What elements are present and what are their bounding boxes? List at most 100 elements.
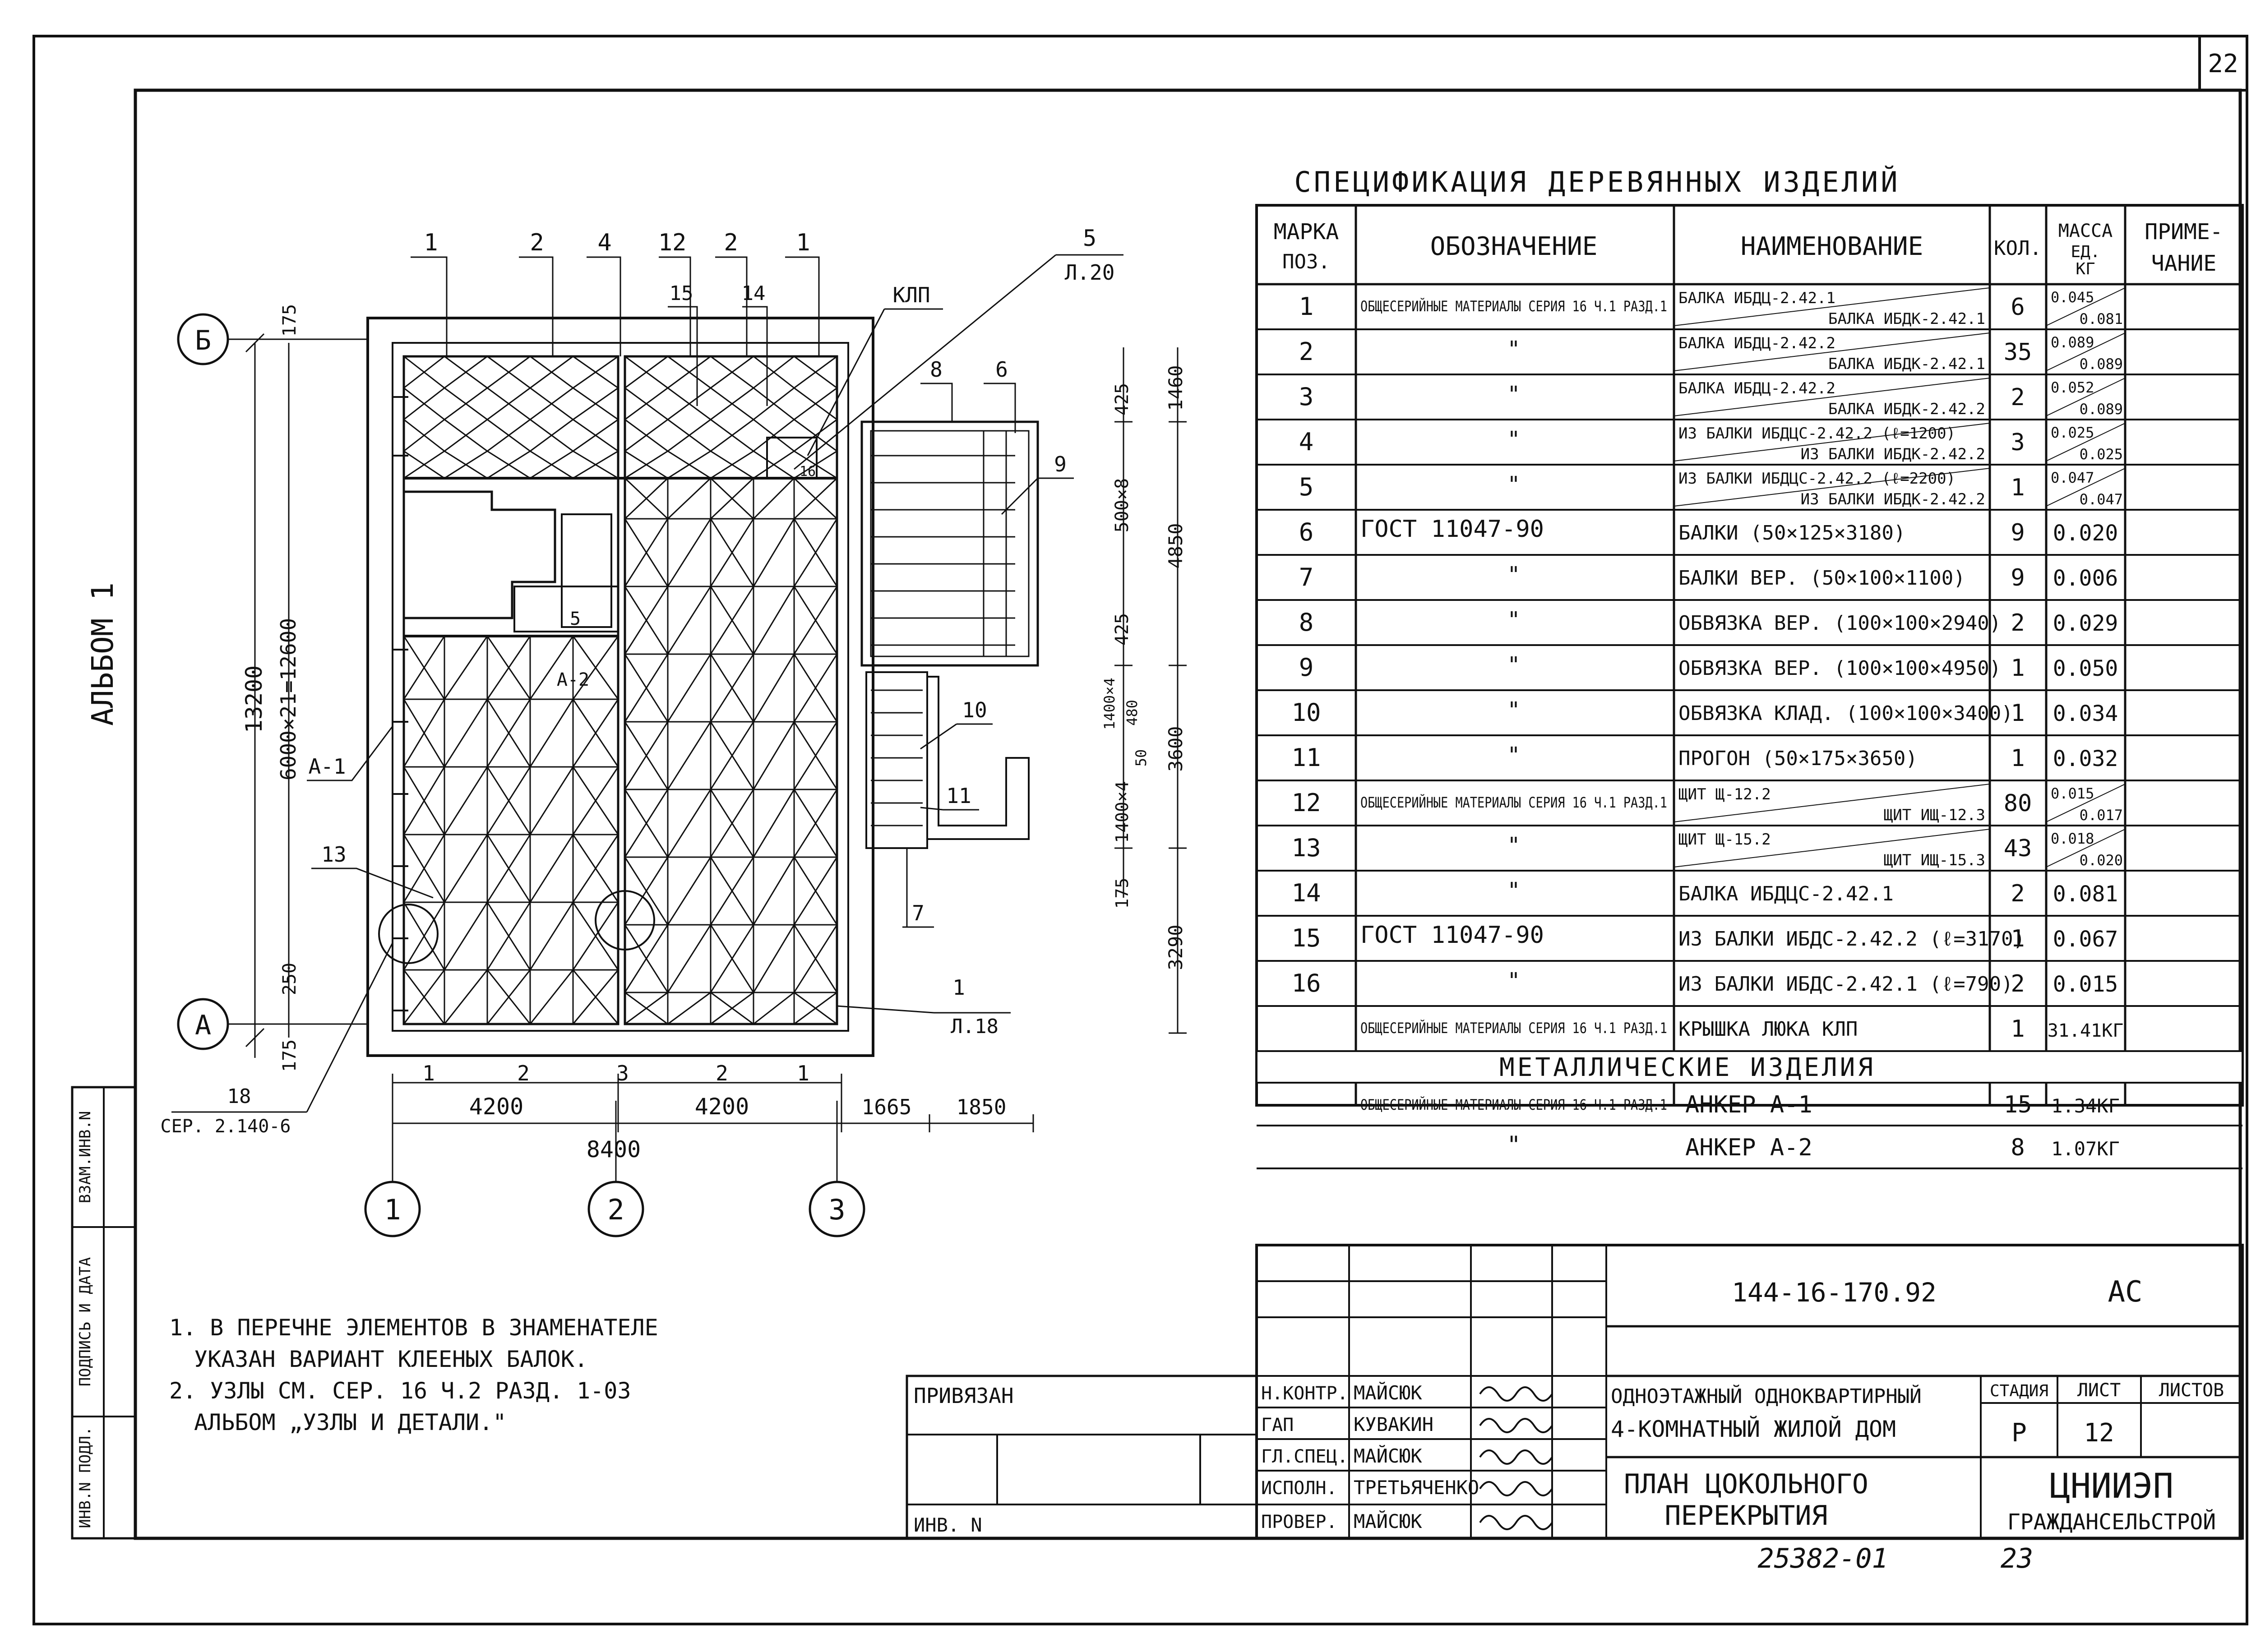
top-label-15: 15 bbox=[670, 282, 693, 305]
top-label-1b: 1 bbox=[796, 229, 810, 256]
dim-250: 250 bbox=[279, 963, 300, 995]
spec-pos: 16 bbox=[1291, 969, 1321, 997]
metal-doc: ОБЩЕСЕРИЙНЫЕ МАТЕРИАЛЫ СЕРИЯ 16 Ч.1 РАЗД… bbox=[1360, 1096, 1667, 1113]
dim-8400: 8400 bbox=[587, 1136, 641, 1163]
spec-pos: 15 bbox=[1291, 924, 1321, 952]
hdr-kg: КГ bbox=[2076, 260, 2095, 278]
spec-pos: 5 bbox=[1299, 473, 1314, 501]
spec-name-alt: ИЗ БАЛКИ ИБДК-2.42.2 bbox=[1801, 445, 1985, 463]
spec-doc: ГОСТ 11047-90 bbox=[1360, 516, 1544, 543]
spec-qty: 2 bbox=[2011, 609, 2025, 637]
spec-pos: 4 bbox=[1299, 428, 1314, 456]
spec-qty: 1 bbox=[2011, 700, 2025, 727]
spec-name: ОБВЯЗКА ВЕР. (100×100×2940) bbox=[1678, 612, 2001, 635]
dim-3290: 3290 bbox=[1165, 924, 1187, 970]
label-a2: А-2 bbox=[557, 669, 589, 690]
callout-6: 6 bbox=[995, 357, 1008, 382]
spec-qty: 6 bbox=[2011, 294, 2025, 321]
plan-labels: 1 2 4 12 2 1 15 14 5 Л.20 КЛП 8 6 9 10 1… bbox=[161, 225, 1187, 1163]
dim-3600: 3600 bbox=[1165, 726, 1187, 771]
dim-13200: 13200 bbox=[241, 665, 267, 734]
page-number: 22 bbox=[2208, 49, 2238, 78]
bottom-label-3: 3 bbox=[616, 1061, 629, 1085]
hdr-ed: ЕД. bbox=[2071, 243, 2100, 261]
metal-name: АНКЕР А-1 bbox=[1685, 1091, 1812, 1118]
hdr-massa: МАССА bbox=[2058, 221, 2113, 241]
spec-pos: 1 bbox=[1299, 292, 1314, 321]
metal-mass: 1.34КГ bbox=[2051, 1095, 2120, 1117]
spec-doc: " bbox=[1507, 472, 1521, 497]
archive-number: 25382-01 bbox=[1758, 1543, 1888, 1574]
side-stamp: ИНВ.N ПОДЛ. ПОДПИСЬ И ДАТА ВЗАМ.ИНВ.N bbox=[71, 1086, 137, 1540]
axis-3: 3 bbox=[828, 1193, 845, 1226]
dim-500x8: 500×8 bbox=[1112, 478, 1133, 532]
top-label-4: 4 bbox=[597, 229, 611, 256]
spec-name-alt: ЩИТ ИЩ-12.3 bbox=[1884, 806, 1985, 824]
stage-value: Р bbox=[2011, 1418, 2027, 1448]
spec-mass: 0.081 bbox=[2053, 881, 2118, 907]
dim-1400x4b: 1400×4 bbox=[1112, 781, 1132, 843]
metal-qty: 8 bbox=[2011, 1134, 2025, 1161]
note-line-4: АЛЬБОМ „УЗЛЫ И ДЕТАЛИ." bbox=[194, 1409, 506, 1435]
spec-mass-alt: 0.047 bbox=[2080, 491, 2123, 508]
spec-mass: 0.034 bbox=[2053, 701, 2118, 726]
axis-2: 2 bbox=[607, 1193, 624, 1226]
label-a1: А-1 bbox=[308, 754, 346, 779]
spec-name: ОБВЯЗКА КЛАД. (100×100×3400) bbox=[1678, 702, 2013, 725]
callout-18: 18 bbox=[227, 1085, 251, 1108]
spec-doc: " bbox=[1507, 337, 1521, 362]
spec-name: БАЛКА ИБДЦ-2.42.1 bbox=[1678, 289, 1835, 307]
album-label: АЛЬБОМ 1 bbox=[85, 582, 120, 726]
note-line-1: 1. В ПЕРЕЧНЕ ЭЛЕМЕНТОВ В ЗНАМЕНАТЕЛЕ bbox=[169, 1315, 658, 1341]
top-label-2b: 2 bbox=[724, 229, 738, 256]
spec-name: КРЫШКА ЛЮКА КЛП bbox=[1678, 1018, 1858, 1041]
role-title: Н.КОНТР. bbox=[1261, 1383, 1348, 1404]
note-line-2: УКАЗАН ВАРИАНТ КЛЕЕНЫХ БАЛОК. bbox=[194, 1346, 588, 1372]
signature bbox=[1479, 1515, 1553, 1530]
callout-10: 10 bbox=[962, 698, 987, 722]
label-5: 5 bbox=[570, 609, 581, 629]
sheets-label: ЛИСТОВ bbox=[2159, 1380, 2224, 1401]
role-title: ГЛ.СПЕЦ. bbox=[1261, 1446, 1348, 1467]
spec-pos: 12 bbox=[1291, 789, 1321, 817]
spec-mass: 0.015 bbox=[2053, 972, 2118, 997]
metal-mass: 1.07КГ bbox=[2051, 1138, 2120, 1160]
spec-mass: 0.015 bbox=[2051, 785, 2094, 802]
bottom-label-1: 1 bbox=[422, 1061, 435, 1085]
spec-qty: 9 bbox=[2011, 519, 2025, 546]
spec-doc: ОБЩЕСЕРИЙНЫЕ МАТЕРИАЛЫ СЕРИЯ 16 Ч.1 РАЗД… bbox=[1360, 794, 1667, 811]
spec-mass-alt: 0.017 bbox=[2080, 807, 2123, 824]
callout-1: 1 bbox=[952, 975, 965, 1000]
label-16: 16 bbox=[800, 464, 816, 480]
spec-name: ОБВЯЗКА ВЕР. (100×100×4950) bbox=[1678, 657, 2001, 680]
metal-title: МЕТАЛЛИЧЕСКИЕ ИЗДЕЛИЯ bbox=[1499, 1053, 1876, 1082]
dim-4850: 4850 bbox=[1165, 523, 1187, 568]
spec-doc: " bbox=[1507, 968, 1521, 993]
spec-name: ИЗ БАЛКИ ИБДЦС-2.42.2 (ℓ=1200) bbox=[1678, 425, 1956, 443]
spec-pos: 11 bbox=[1291, 743, 1321, 772]
axis-a: А bbox=[195, 1010, 211, 1041]
inv-n: ИНВ. N bbox=[914, 1514, 982, 1536]
spec-doc: " bbox=[1507, 382, 1521, 407]
hdr-oboznach: ОБОЗНАЧЕНИЕ bbox=[1430, 232, 1598, 261]
dim-175-top: 175 bbox=[279, 304, 300, 337]
spec-pos: 6 bbox=[1299, 518, 1314, 546]
spec-mass: 0.050 bbox=[2053, 656, 2118, 681]
spec-qty: 80 bbox=[2004, 790, 2032, 817]
title-block: 144-16-170.92 АС ПРИВЯЗАН ИНВ. N Н.КОНТР… bbox=[906, 1244, 2244, 1540]
role-name: ТРЕТЬЯЧЕНКО bbox=[1354, 1477, 1479, 1499]
outer-frame bbox=[32, 35, 2248, 1625]
dim-425a: 425 bbox=[1112, 383, 1133, 415]
spec-mass-alt: 0.089 bbox=[2080, 401, 2123, 418]
spec-pos: 7 bbox=[1299, 563, 1314, 591]
metal-name: АНКЕР А-2 bbox=[1685, 1134, 1812, 1161]
bottom-label-1b: 1 bbox=[797, 1061, 809, 1085]
spec-pos: 10 bbox=[1291, 698, 1321, 727]
spec-title: СПЕЦИФИКАЦИЯ ДЕРЕВЯННЫХ ИЗДЕЛИЙ bbox=[1294, 166, 1900, 198]
spec-name-alt: ЩИТ ИЩ-15.3 bbox=[1884, 851, 1985, 869]
spec-name-alt: ИЗ БАЛКИ ИБДК-2.42.2 bbox=[1801, 490, 1985, 508]
callout-1-sub: Л.18 bbox=[951, 1015, 999, 1038]
spec-qty: 1 bbox=[2011, 745, 2025, 772]
callout-9: 9 bbox=[1054, 452, 1067, 476]
